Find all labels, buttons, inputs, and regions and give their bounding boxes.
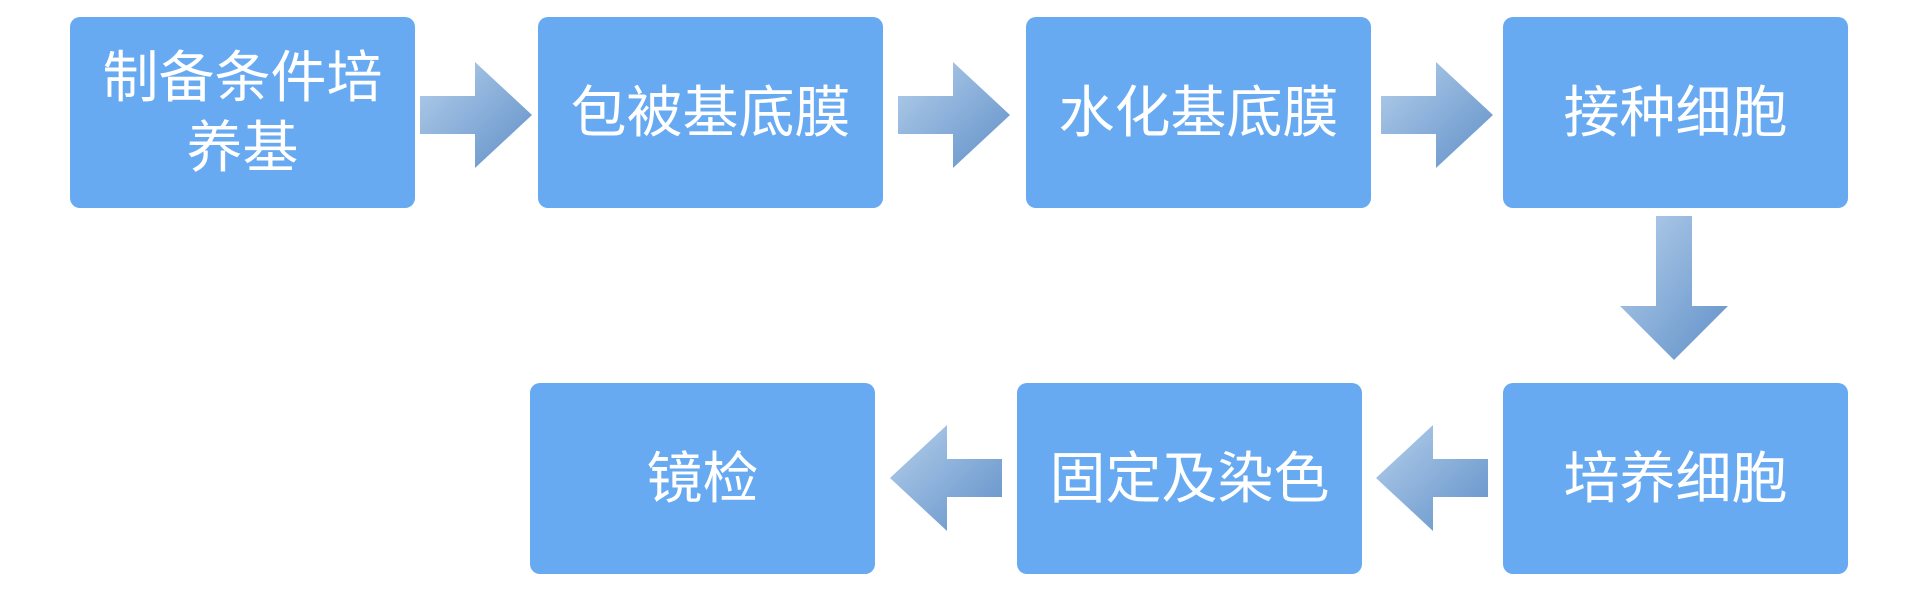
- node-fix-and-stain: 固定及染色: [1017, 383, 1362, 574]
- node-seed-cells: 接种细胞: [1503, 17, 1848, 208]
- node-label: 培养细胞: [1563, 446, 1788, 510]
- node-label: 制备条件培养基: [102, 45, 383, 179]
- arrow-right-step1-to-step2-icon: [420, 62, 532, 168]
- node-label: 接种细胞: [1563, 80, 1788, 144]
- arrow-left-step6-to-step7-icon: [890, 425, 1002, 531]
- node-coat-basement-membrane: 包被基底膜: [538, 17, 883, 208]
- node-microscopy: 镜检: [530, 383, 875, 574]
- node-label: 固定及染色: [1049, 446, 1330, 510]
- arrow-right-step3-to-step4-icon: [1381, 62, 1493, 168]
- node-label: 包被基底膜: [570, 80, 851, 144]
- arrow-right-step2-to-step3-icon: [898, 62, 1010, 168]
- node-culture-cells: 培养细胞: [1503, 383, 1848, 574]
- arrow-down-step4-to-step5-icon: [1620, 216, 1728, 360]
- arrow-left-step5-to-step6-icon: [1376, 425, 1488, 531]
- node-hydrate-basement-membrane: 水化基底膜: [1026, 17, 1371, 208]
- node-label: 水化基底膜: [1058, 80, 1339, 144]
- node-prepare-conditioned-medium: 制备条件培养基: [70, 17, 415, 208]
- node-label: 镜检: [646, 446, 759, 510]
